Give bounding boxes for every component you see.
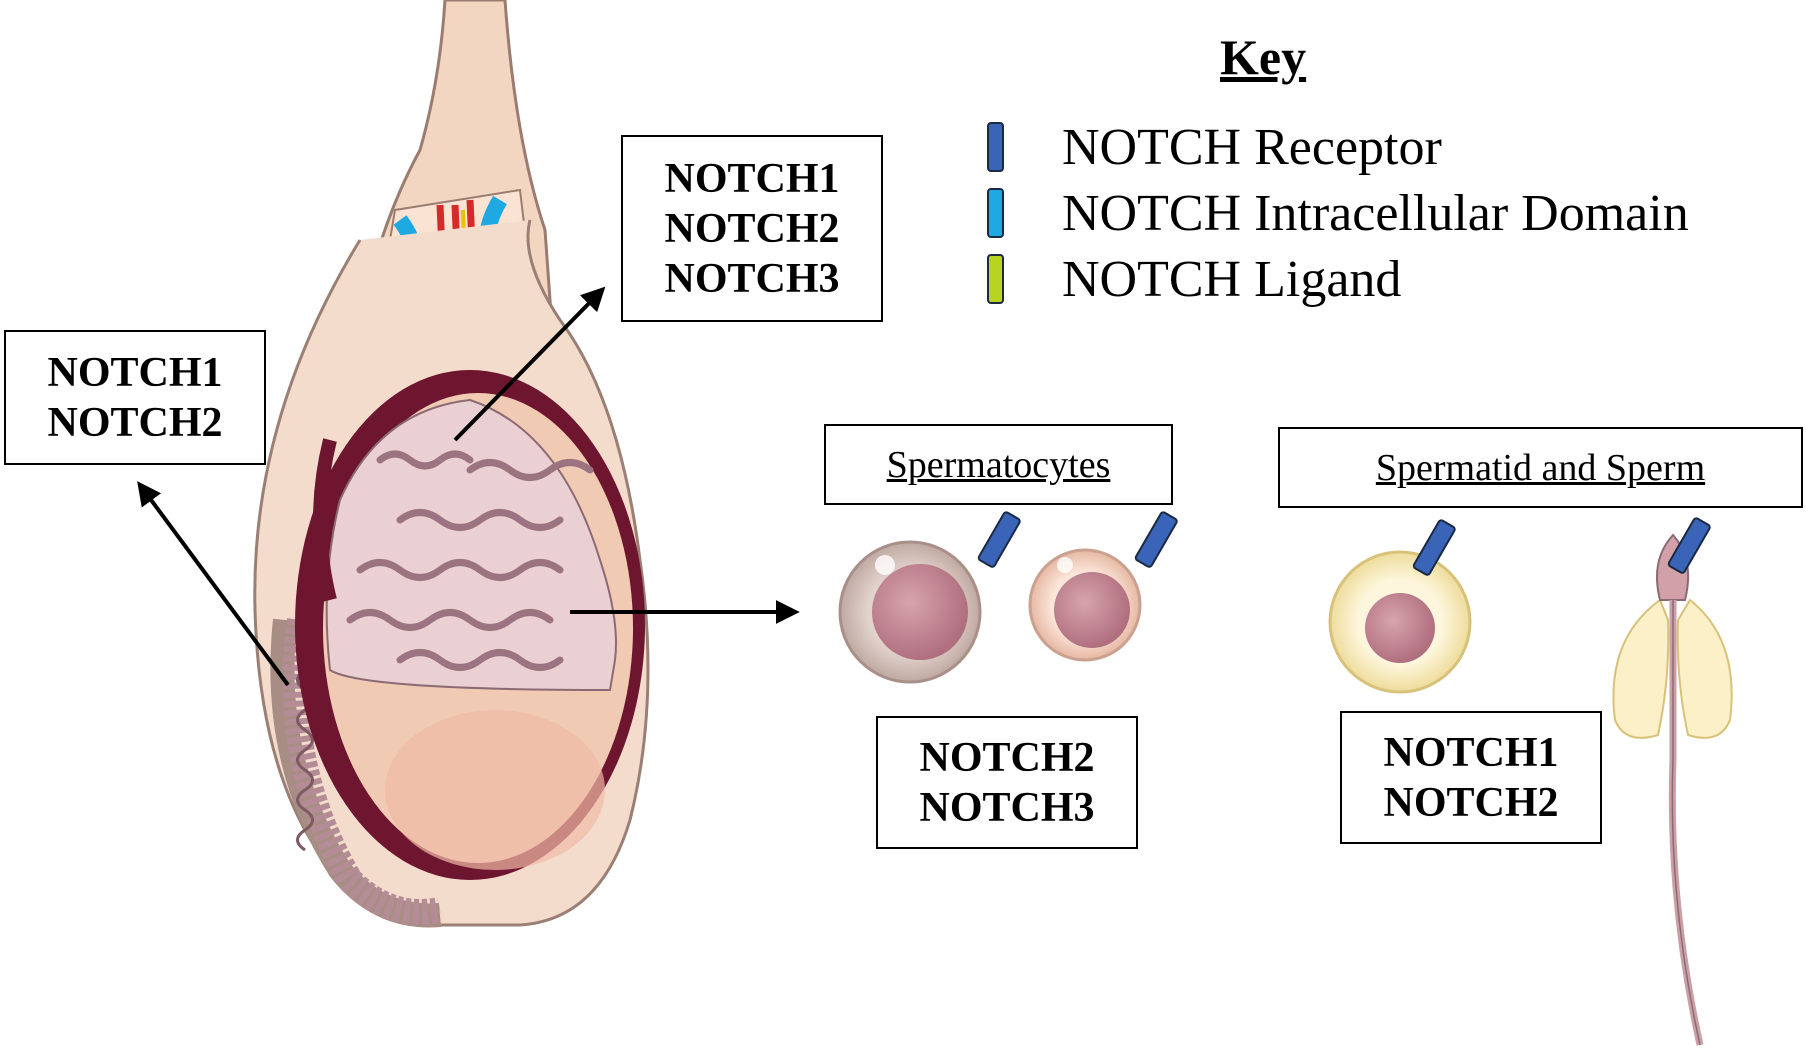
spermatocyte-cell-small (1028, 548, 1142, 662)
label-line: NOTCH1 (1383, 729, 1559, 776)
sperm-cell (1612, 533, 1733, 1046)
receptor-icon (1667, 517, 1711, 574)
label-line: NOTCH3 (664, 255, 840, 302)
label-line: NOTCH3 (919, 784, 1095, 831)
key-item-ligand: NOTCH Ligand (1062, 250, 1402, 308)
receptor-swatch-icon (987, 122, 1004, 172)
spermatid-header: Spermatid and Sperm (1278, 427, 1803, 508)
receptor-icon (1412, 519, 1456, 576)
receptor-icon (1134, 511, 1178, 568)
label-line: NOTCH1 (664, 155, 840, 202)
receptor-icon (977, 511, 1021, 568)
label-line: NOTCH1 (47, 349, 223, 396)
arrow-to-testis-label (453, 286, 606, 442)
epididymis-label-box: NOTCH1 NOTCH2 (4, 330, 266, 465)
ligand-swatch-icon (987, 254, 1004, 304)
key-item-intracellular: NOTCH Intracellular Domain (1062, 184, 1689, 242)
label-line: NOTCH2 (1383, 779, 1559, 826)
spermatocytes-header: Spermatocytes (824, 424, 1173, 505)
label-line: NOTCH2 (47, 399, 223, 446)
label-line: NOTCH2 (919, 734, 1095, 781)
key-title: Key (1220, 29, 1307, 85)
arrow-to-epididymis-label (137, 481, 290, 687)
testis (295, 370, 645, 880)
spermatocyte-cell-large (838, 540, 982, 684)
spermatid-notch-box: NOTCH1 NOTCH2 (1340, 711, 1602, 844)
testis-label-box: NOTCH1 NOTCH2 NOTCH3 (621, 135, 883, 322)
intracellular-swatch-icon (987, 188, 1004, 238)
key-item-receptor: NOTCH Receptor (1062, 118, 1442, 176)
label-line: NOTCH2 (664, 205, 840, 252)
spermatocytes-notch-box: NOTCH2 NOTCH3 (876, 716, 1138, 849)
spermatid-cell (1328, 550, 1472, 694)
